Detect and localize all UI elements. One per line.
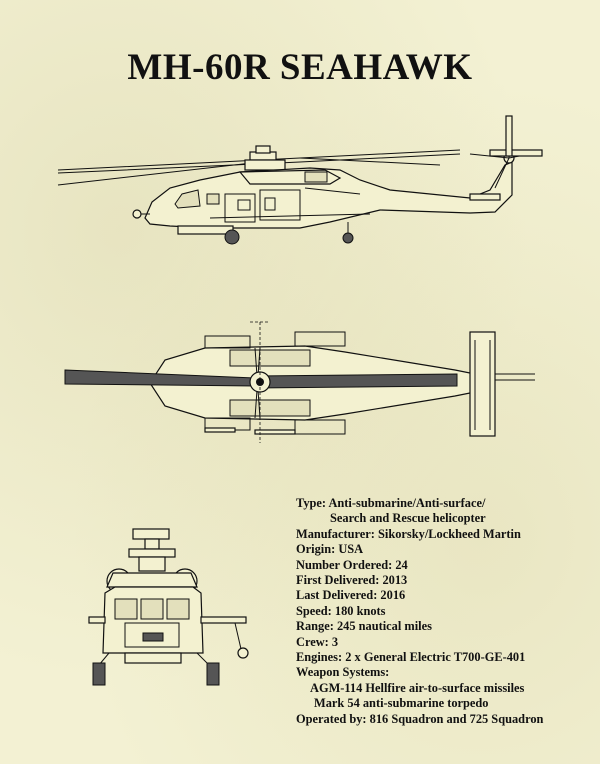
spec-type-continued: Search and Rescue helicopter <box>330 511 486 526</box>
spec-last-delivered: Last Delivered: 2016 <box>296 588 406 603</box>
spec-crew: Crew: 3 <box>296 634 339 649</box>
spec-weapon-systems: Weapon Systems: <box>296 665 390 680</box>
spec-first-delivered: First Delivered: 2013 <box>296 573 408 588</box>
spec-operated-by: Operated by: 816 Squadron and 725 Squadr… <box>296 711 544 726</box>
spec-manufacturer: Manufacturer: Sikorsky/Lockheed Martin <box>296 526 521 541</box>
side-view-drawing <box>57 115 543 245</box>
spec-number-ordered: Number Ordered: 24 <box>296 557 408 572</box>
page-title: MH-60R SEAHAWK <box>127 47 473 88</box>
top-view-drawing <box>64 321 535 443</box>
spec-range: Range: 245 nautical miles <box>296 619 432 634</box>
spec-type: Type: Anti-submarine/Anti-surface/ <box>296 496 486 510</box>
spec-weapon-2: Mark 54 anti-submarine torpedo <box>314 696 489 711</box>
front-view-drawing <box>88 528 249 686</box>
spec-origin: Origin: USA <box>296 542 364 557</box>
spec-weapon-1: AGM-114 Hellfire air-to-surface missiles <box>310 680 525 695</box>
spec-engines: Engines: 2 x General Electric T700-GE-40… <box>296 650 526 665</box>
spec-speed: Speed: 180 knots <box>296 603 386 618</box>
specifications-list: Type: Anti-submarine/Anti-surface/ Searc… <box>296 496 596 727</box>
